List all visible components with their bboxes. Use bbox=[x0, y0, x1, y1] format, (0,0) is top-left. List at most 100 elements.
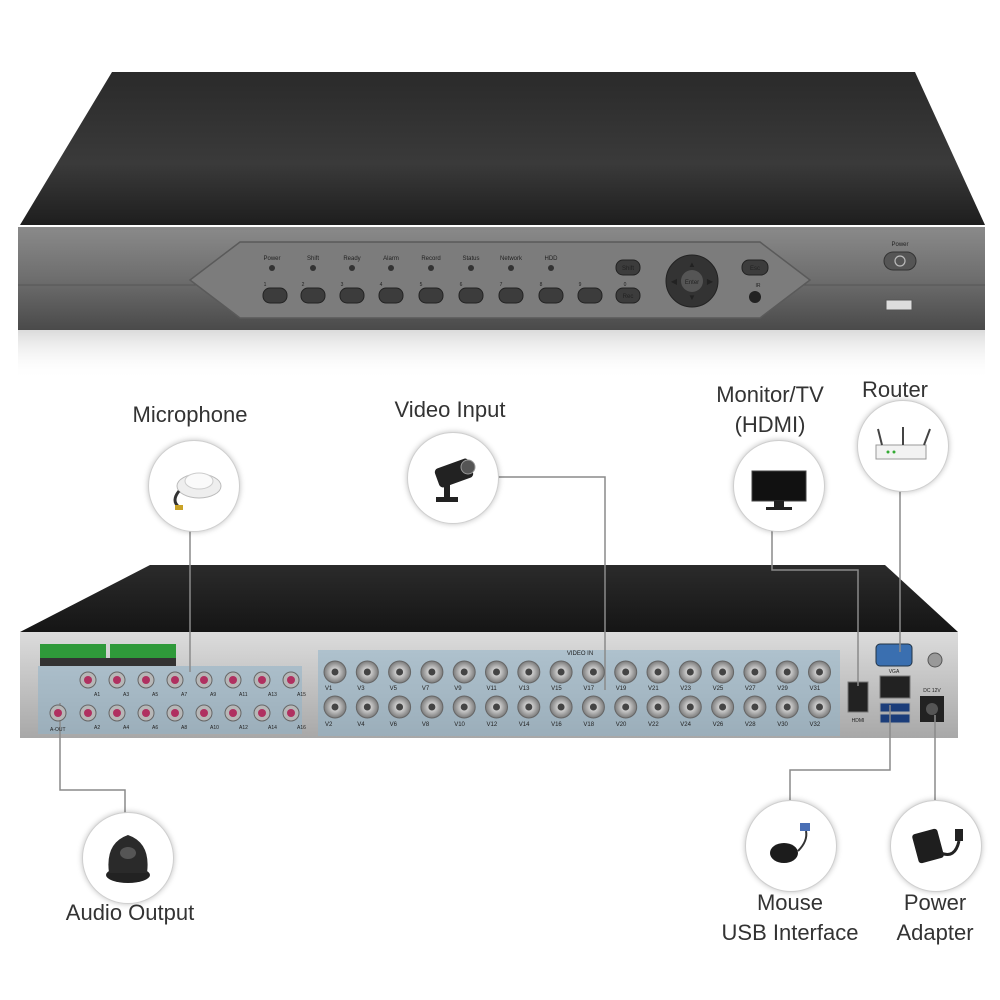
dc-label: DC 12V bbox=[923, 688, 941, 694]
front-button-8[interactable] bbox=[538, 287, 564, 304]
indicator-led-network bbox=[508, 265, 514, 271]
bnc-label-v27: V27 bbox=[745, 686, 756, 692]
bnc-label-v21: V21 bbox=[648, 686, 659, 692]
shift-button[interactable] bbox=[615, 259, 641, 276]
indicator-led-record bbox=[428, 265, 434, 271]
front-button-3[interactable] bbox=[339, 287, 365, 304]
down-arrow-icon: ▼ bbox=[688, 293, 696, 302]
rec-button-label: Rec bbox=[623, 294, 634, 300]
front-button-1[interactable] bbox=[262, 287, 288, 304]
front-button-number-5: 5 bbox=[420, 282, 423, 288]
indicator-led-alarm bbox=[388, 265, 394, 271]
esc-button[interactable] bbox=[741, 259, 769, 276]
front-button-6[interactable] bbox=[458, 287, 484, 304]
front-button-number-8: 8 bbox=[540, 282, 543, 288]
rca-label-a10: A10 bbox=[210, 725, 219, 731]
front-button-9[interactable] bbox=[577, 287, 603, 304]
indicator-label-alarm: Alarm bbox=[383, 256, 399, 262]
rca-label-a12: A12 bbox=[239, 725, 248, 731]
esc-button-label: Esc bbox=[750, 266, 760, 272]
power-label-line1: Power bbox=[903, 890, 967, 915]
monitor-icon bbox=[733, 440, 825, 532]
bnc-label-v29: V29 bbox=[777, 686, 788, 692]
microphone-label: Microphone bbox=[132, 402, 248, 427]
rca-label-a1: A1 bbox=[94, 692, 100, 698]
rca-label-a13: A13 bbox=[268, 692, 277, 698]
rec-button[interactable] bbox=[615, 287, 641, 304]
power-label-line2: Adapter bbox=[896, 920, 974, 945]
alarm-terminal-block-1 bbox=[40, 644, 106, 658]
bnc-label-v26: V26 bbox=[713, 722, 724, 728]
hdmi-label: HDMI bbox=[852, 718, 865, 724]
bnc-label-v31: V31 bbox=[810, 686, 821, 692]
bnc-label-v22: V22 bbox=[648, 722, 659, 728]
front-button-number-2: 2 bbox=[302, 282, 305, 288]
front-unit-top bbox=[20, 72, 985, 225]
bnc-label-v7: V7 bbox=[422, 686, 430, 692]
bnc-label-v19: V19 bbox=[616, 686, 627, 692]
bnc-label-v4: V4 bbox=[357, 722, 365, 728]
front-button-2[interactable] bbox=[300, 287, 326, 304]
vga-port bbox=[875, 643, 913, 667]
rca-label-a6: A6 bbox=[152, 725, 158, 731]
indicator-led-shift bbox=[310, 265, 316, 271]
rca-label-a7: A7 bbox=[181, 692, 187, 698]
router-icon bbox=[857, 400, 949, 492]
bnc-label-v20: V20 bbox=[616, 722, 627, 728]
mouse-icon bbox=[745, 800, 837, 892]
rca-label-a11: A11 bbox=[239, 692, 248, 698]
indicator-label-record: Record bbox=[421, 256, 440, 262]
front-button-number-6: 6 bbox=[460, 282, 463, 288]
bnc-label-v16: V16 bbox=[551, 722, 562, 728]
monitor-label: Monitor/TV (HDMI) bbox=[690, 380, 850, 440]
left-arrow-icon: ◀ bbox=[671, 277, 678, 286]
rca-label-a16: A16 bbox=[297, 725, 306, 731]
indicator-label-hdd: HDD bbox=[545, 256, 559, 262]
enter-button[interactable] bbox=[681, 270, 703, 292]
rca-label-a9: A9 bbox=[210, 692, 216, 698]
bnc-label-v18: V18 bbox=[583, 722, 594, 728]
indicator-label-ready: Ready bbox=[343, 256, 360, 262]
power-button-label: Power bbox=[891, 242, 908, 248]
lan-port bbox=[879, 675, 911, 699]
audio-out-label: A-OUT bbox=[50, 727, 66, 733]
bnc-label-v10: V10 bbox=[454, 722, 465, 728]
bnc-label-v2: V2 bbox=[325, 722, 333, 728]
bnc-label-v15: V15 bbox=[551, 686, 562, 692]
front-button-7[interactable] bbox=[498, 287, 524, 304]
up-arrow-icon: ▲ bbox=[688, 260, 696, 269]
power-button[interactable] bbox=[883, 251, 917, 271]
rca-label-a5: A5 bbox=[152, 692, 158, 698]
bnc-label-v17: V17 bbox=[583, 686, 594, 692]
ir-label: IR bbox=[756, 283, 761, 289]
right-arrow-icon: ▶ bbox=[707, 277, 714, 286]
bnc-label-v28: V28 bbox=[745, 722, 756, 728]
bnc-label-v12: V12 bbox=[487, 722, 498, 728]
rca-label-a2: A2 bbox=[94, 725, 100, 731]
indicator-label-power: Power bbox=[263, 256, 280, 262]
front-button-5[interactable] bbox=[418, 287, 444, 304]
rca-label-a14: A14 bbox=[268, 725, 277, 731]
bnc-label-v23: V23 bbox=[680, 686, 691, 692]
monitor-label-line1: Monitor/TV bbox=[716, 382, 824, 407]
power-adapter-icon bbox=[890, 800, 982, 892]
vga-label: VGA bbox=[889, 669, 900, 675]
bnc-label-v8: V8 bbox=[422, 722, 430, 728]
indicator-led-ready bbox=[349, 265, 355, 271]
front-button-4[interactable] bbox=[378, 287, 404, 304]
front-button-number-3: 3 bbox=[341, 282, 344, 288]
front-button-number-1: 1 bbox=[264, 282, 267, 288]
rca-label-a4: A4 bbox=[123, 725, 129, 731]
bnc-label-v11: V11 bbox=[487, 686, 498, 692]
mouse-label-line2: USB Interface bbox=[721, 920, 859, 945]
shift-button-label: Shift bbox=[622, 266, 634, 272]
bnc-label-v9: V9 bbox=[454, 686, 462, 692]
rca-label-a8: A8 bbox=[181, 725, 187, 731]
front-usb-port bbox=[885, 299, 913, 311]
indicator-label-shift: Shift bbox=[307, 256, 319, 262]
front-button-number-0: 0 bbox=[624, 282, 627, 288]
usb-port-2 bbox=[879, 713, 911, 724]
front-button-number-9: 9 bbox=[579, 282, 582, 288]
audio-output-label: Audio Output bbox=[65, 900, 195, 925]
